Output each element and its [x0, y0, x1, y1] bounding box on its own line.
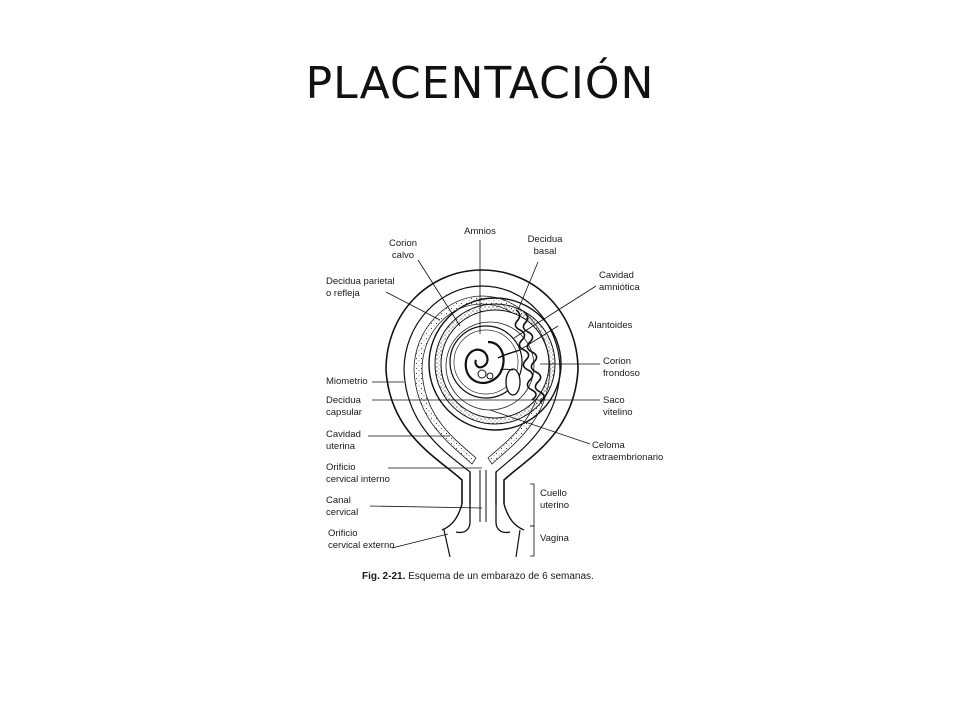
label-orificio-externo: Orificio cervical externo	[328, 528, 395, 551]
myometrium-outer	[385, 269, 579, 504]
label-orificio-interno: Orificio cervical interno	[326, 462, 390, 485]
label-celoma: Celoma extraembrionario	[592, 440, 664, 463]
myometrium-inner	[403, 285, 561, 504]
slide-title: PLACENTACIÓN	[305, 58, 655, 109]
figure-caption: Fig. 2-21. Esquema de un embarazo de 6 s…	[362, 571, 594, 582]
label-cuello-uterino: Cuello uterino	[540, 488, 570, 511]
label-amnios: Amnios	[464, 226, 496, 237]
label-decidua-parietal: Decidua parietal o refleja	[326, 276, 395, 299]
caption-text: Esquema de un embarazo de 6 semanas.	[405, 571, 594, 582]
amnion	[449, 325, 523, 399]
label-miometrio: Miometrio	[326, 376, 368, 387]
cervical-canal-left	[455, 472, 471, 534]
cervical-canal-right	[495, 472, 511, 534]
label-canal-cervical: Canal cervical	[326, 495, 359, 518]
label-vagina: Vagina	[540, 533, 569, 544]
allantois	[497, 349, 521, 359]
embryo	[464, 340, 505, 385]
label-decidua-basal: Decidua basal	[527, 234, 563, 257]
label-alantoides: Alantoides	[588, 320, 633, 331]
leader-lines	[368, 240, 600, 557]
label-cavidad-amniotica: Cavidad amniótica	[599, 270, 640, 293]
label-corion-calvo: Corion calvo	[389, 238, 417, 261]
chorion-frondoso	[514, 309, 537, 401]
yolk-sac	[505, 368, 521, 396]
label-saco-vitelino: Saco vitelino	[603, 395, 633, 418]
label-corion-frondoso: Corion frondoso	[603, 356, 640, 379]
label-cavidad-uterina: Cavidad uterina	[326, 429, 361, 452]
placenta-diagram: Amnios Corion calvo Decidua basal Cavida…	[320, 222, 663, 592]
label-decidua-capsular: Decidua capsular	[326, 395, 362, 418]
caption-prefix: Fig. 2-21.	[362, 571, 406, 582]
uterus-illustration	[368, 240, 600, 558]
